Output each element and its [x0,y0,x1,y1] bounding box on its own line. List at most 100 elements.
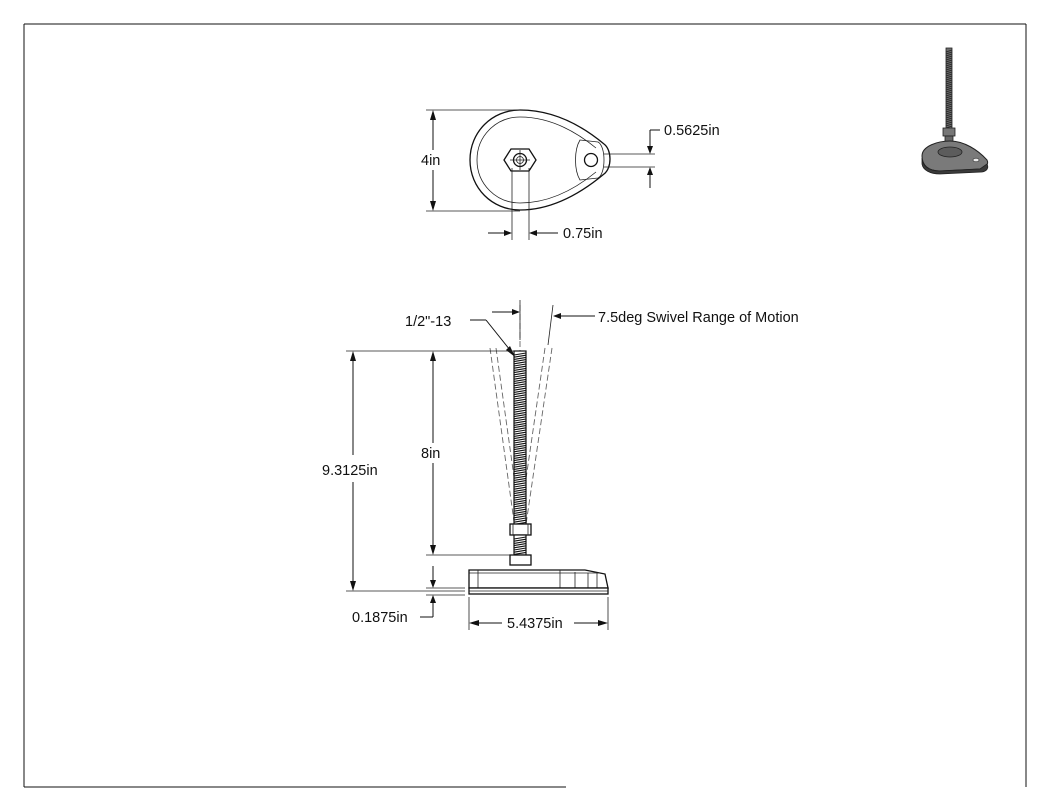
thread-hatch [945,109,953,113]
thread-hatch [513,427,527,431]
dimension-5-4375in: 5.4375in [468,597,609,632]
thread-hatch [513,407,527,411]
thread-hatch [513,538,527,542]
thread-hatch [513,475,527,479]
dim-label-0-75in: 0.75in [563,226,603,242]
thread-hatch [513,444,527,448]
thread-hatch [945,117,953,121]
thread-hatch [513,513,527,517]
thread-hatch [513,536,527,540]
thread-hatch [513,455,527,459]
thread-hatch [513,425,527,429]
thread-hatch [513,403,527,407]
thread-hatch [945,75,953,79]
thread-hatch [945,51,953,55]
dimension-8in: 8in [421,351,514,556]
thread-hatch [513,504,527,508]
thread-hatch [513,473,527,477]
dimension-0-5625in: 0.5625in [604,123,720,188]
thread-hatch [513,469,527,473]
thread-hatch [513,436,527,440]
thread-hatch [945,81,953,85]
thread-hatch [513,462,527,466]
thread-hatch [513,440,527,444]
thread-hatch [513,429,527,433]
thread-hatch [513,378,527,382]
thread-hatch [513,506,527,510]
thread-hatch [513,392,527,396]
thread-hatch [513,438,527,442]
thread-hatch [513,442,527,446]
thread-hatch [945,57,953,61]
thread-hatch [513,493,527,497]
thread-hatch [513,482,527,486]
thread-hatch [513,540,527,544]
thread-hatch [513,433,527,437]
thread-hatch [513,414,527,418]
thread-hatch [945,69,953,73]
dim-label-4in: 4in [421,153,440,169]
thread-hatch [513,354,527,358]
thread-hatch [945,111,953,115]
thread-hatch [513,549,527,553]
thread-hatch [513,449,527,453]
thread-hatch [513,389,527,393]
dimension-4in: 4in [421,109,520,212]
thread-hatch [513,411,527,415]
base-pad [468,569,609,595]
isometric-threads [945,49,953,131]
thread-hatch [513,519,527,523]
top-view-outline [469,109,611,211]
thread-hatch [513,484,527,488]
thread-hatch [945,95,953,99]
thread-hatch [513,352,527,356]
thread-hatch [513,451,527,455]
thread-hatch [945,71,953,75]
thread-hatch [513,398,527,402]
thread-hatch [513,385,527,389]
thread-hatch [945,97,953,101]
dim-label-5-4375in: 5.4375in [507,616,563,632]
thread-hatch [945,87,953,91]
thread-hatch [945,113,953,117]
thread-hatch [513,497,527,501]
stud-threads [513,352,527,525]
thread-hatch [513,370,527,374]
thread-hatch [945,85,953,89]
threaded-stud [513,350,527,528]
dim-label-8in: 8in [421,446,440,462]
thread-hatch [513,367,527,371]
thread-hatch [513,508,527,512]
thread-hatch [945,53,953,57]
thread-hatch [513,394,527,398]
dim-label-0-5625in: 0.5625in [664,123,720,139]
thread-hatch [513,416,527,420]
thread-hatch [513,545,527,549]
thread-hatch [945,73,953,77]
thread-hatch [513,515,527,519]
thread-hatch [513,359,527,363]
thread-hatch [513,471,527,475]
thread-hatch [945,63,953,67]
thread-hatch [945,59,953,63]
thread-hatch [513,418,527,422]
thread-hatch [513,405,527,409]
thread-hatch [513,510,527,514]
thread-hatch [945,101,953,105]
thread-hatch [945,79,953,83]
thread-hatch [513,488,527,492]
thread-hatch [513,400,527,404]
dim-label-9-3125in: 9.3125in [322,463,378,479]
thread-hatch [513,460,527,464]
thread-hatch [513,499,527,503]
top-view-lug [575,139,605,181]
thread-hatch [513,431,527,435]
isometric-view [921,47,989,175]
thread-hatch [945,107,953,111]
side-view: 1/2"-13 7.5deg Swivel Range of Motion 9.… [322,300,799,632]
thread-hatch [945,89,953,93]
thread-hatch [945,105,953,109]
thread-hatch [513,356,527,360]
thread-hatch [513,480,527,484]
